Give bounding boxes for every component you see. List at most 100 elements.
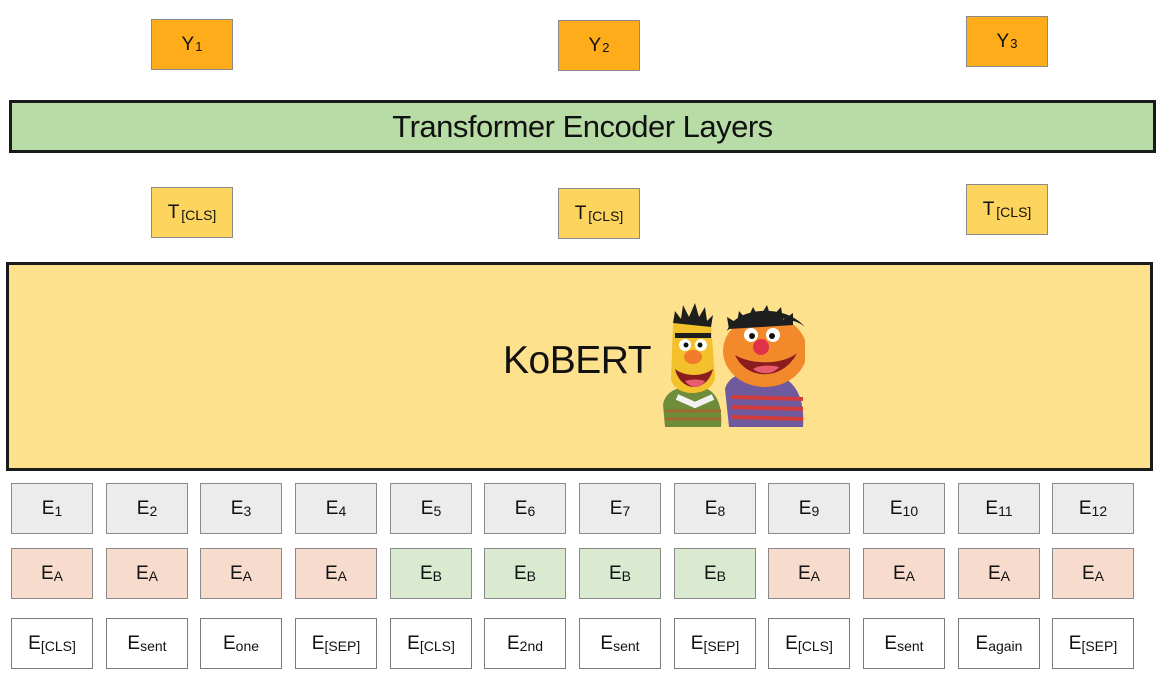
embedding-subscript: 2nd — [519, 637, 544, 654]
embedding-subscript: B — [621, 567, 632, 584]
embedding-label: E — [1078, 497, 1092, 519]
embedding-label: E — [703, 562, 717, 584]
embedding-label: E — [222, 632, 236, 654]
embedding-subscript: 8 — [717, 502, 726, 519]
embedding-subscript: again — [988, 637, 1023, 654]
embedding-subscript: B — [432, 567, 443, 584]
cls-output-label: T — [982, 198, 995, 220]
embedding-subscript: [SEP] — [703, 637, 740, 654]
embedding-subscript: sent — [613, 637, 640, 654]
embedding-subscript: 10 — [902, 502, 919, 519]
embedding-label: E — [889, 497, 903, 519]
embedding-label: E — [608, 562, 622, 584]
embedding-label: E — [28, 632, 41, 654]
embedding-label: E — [324, 562, 338, 584]
transformer-encoder-block: Transformer Encoder Layers — [9, 100, 1156, 153]
embedding-subscript: A — [242, 567, 253, 584]
word-embedding-box: E[CLS] — [390, 618, 472, 669]
embedding-label: E — [420, 497, 434, 519]
cls-output-label: T — [167, 201, 180, 223]
embedding-label: E — [41, 497, 55, 519]
embedding-label: E — [229, 562, 243, 584]
output-label: Y — [181, 33, 195, 55]
embedding-label: E — [1068, 632, 1082, 654]
output-subscript: 3 — [1010, 36, 1018, 51]
embedding-label: E — [513, 562, 527, 584]
embedding-label: E — [506, 632, 520, 654]
word-embedding-box: E[SEP] — [1052, 618, 1134, 669]
embedding-subscript: 4 — [338, 502, 347, 519]
embedding-subscript: B — [716, 567, 727, 584]
embedding-label: E — [785, 632, 798, 654]
word-embedding-box: E[SEP] — [674, 618, 756, 669]
model-label: KoBERT — [503, 339, 652, 382]
cls-output-box-2: T[CLS] — [558, 188, 640, 239]
embedding-label: E — [798, 497, 812, 519]
embedding-subscript: 7 — [622, 502, 631, 519]
embedding-subscript: sent — [140, 637, 167, 654]
embedding-label: E — [884, 632, 898, 654]
embedding-label: E — [325, 497, 339, 519]
embedding-subscript: B — [526, 567, 537, 584]
embedding-subscript: [CLS] — [40, 637, 76, 654]
embedding-subscript: A — [1094, 567, 1105, 584]
cls-output-label: T — [574, 202, 587, 224]
embedding-subscript: A — [1000, 567, 1011, 584]
embedding-subscript: 9 — [811, 502, 820, 519]
embedding-label: E — [600, 632, 614, 654]
embedding-subscript: A — [905, 567, 916, 584]
embedding-subscript: 11 — [998, 502, 1013, 519]
output-subscript: 2 — [602, 40, 610, 55]
embedding-label: E — [407, 632, 420, 654]
embedding-label: E — [127, 632, 141, 654]
output-label: Y — [588, 34, 602, 56]
embedding-label: E — [1081, 562, 1095, 584]
embedding-subscript: [SEP] — [1081, 637, 1118, 654]
embedding-subscript: 6 — [527, 502, 536, 519]
embedding-label: E — [975, 632, 989, 654]
embedding-label: E — [704, 497, 718, 519]
embedding-subscript: one — [235, 637, 260, 654]
embedding-label: E — [40, 562, 54, 584]
embedding-subscript: 5 — [433, 502, 442, 519]
embedding-label: E — [135, 562, 149, 584]
embedding-label: E — [987, 562, 1001, 584]
embedding-label: E — [311, 632, 325, 654]
embedding-label: E — [514, 497, 528, 519]
embedding-subscript: sent — [897, 637, 924, 654]
embedding-subscript: [SEP] — [324, 637, 361, 654]
embedding-label: E — [985, 497, 999, 519]
embedding-subscript: A — [337, 567, 348, 584]
embedding-subscript: A — [53, 567, 64, 584]
embedding-subscript: [CLS] — [419, 637, 455, 654]
kobert-model-block: KoBERT — [6, 262, 1153, 471]
cls-output-box-1: T[CLS] — [151, 187, 233, 238]
word-embedding-box: E[CLS] — [11, 618, 93, 669]
embedding-subscript: 2 — [149, 502, 158, 519]
